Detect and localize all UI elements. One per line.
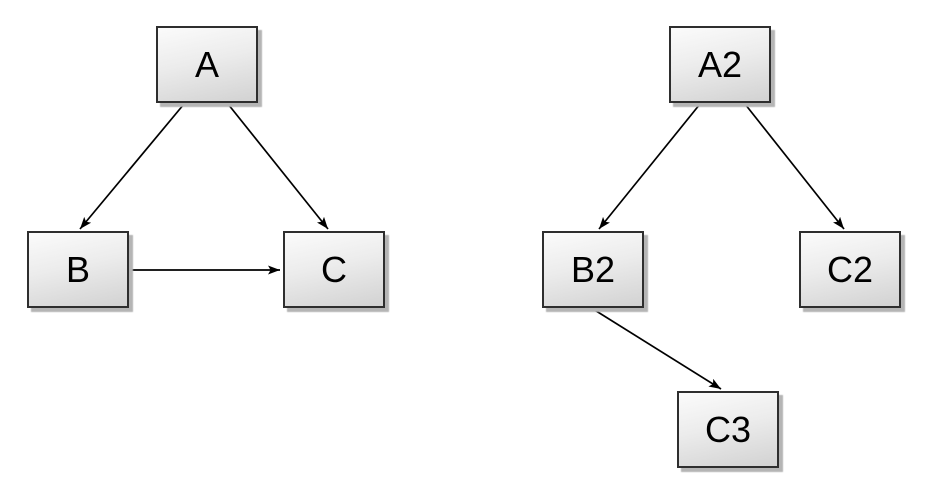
edge-a-b[interactable]: [79, 103, 185, 230]
node-b2[interactable]: B2: [542, 231, 644, 308]
node-b2-label: B2: [570, 248, 616, 290]
edge-a2-b2[interactable]: [598, 103, 701, 230]
node-a2[interactable]: A2: [669, 26, 771, 103]
node-c2-label: C2: [826, 248, 874, 290]
node-c3-label: C3: [704, 408, 752, 450]
node-a-label: A: [194, 43, 219, 85]
edge-b2-c3[interactable]: [592, 308, 722, 390]
edge-a2-c2[interactable]: [744, 103, 845, 230]
node-a2-label: A2: [697, 43, 743, 85]
node-a[interactable]: A: [156, 26, 258, 103]
node-c3[interactable]: C3: [677, 391, 779, 468]
node-c[interactable]: C: [283, 231, 385, 308]
node-b-label: B: [65, 248, 90, 290]
node-c-label: C: [321, 248, 347, 290]
edge-a-c[interactable]: [227, 103, 329, 230]
node-b[interactable]: B: [27, 231, 129, 308]
node-c2[interactable]: C2: [799, 231, 901, 308]
